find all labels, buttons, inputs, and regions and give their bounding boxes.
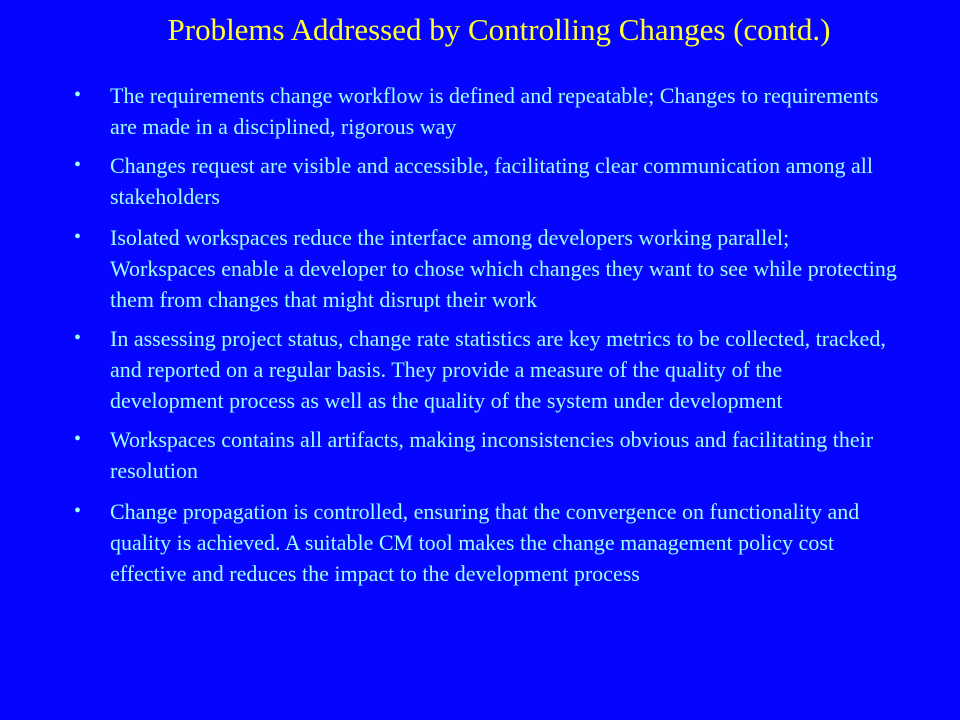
bullet-marker-icon: • bbox=[74, 84, 82, 106]
bullet-marker-icon: • bbox=[74, 500, 82, 522]
bullet-item: • In assessing project status, change ra… bbox=[68, 323, 898, 416]
bullet-marker-icon: • bbox=[74, 154, 82, 176]
bullet-item: • Isolated workspaces reduce the interfa… bbox=[68, 222, 898, 315]
bullet-item: • Workspaces contains all artifacts, mak… bbox=[68, 424, 898, 486]
bullet-marker-icon: • bbox=[74, 226, 82, 248]
bullet-text: Workspaces contains all artifacts, makin… bbox=[110, 427, 874, 483]
bullet-text: The requirements change workflow is defi… bbox=[110, 83, 879, 139]
bullet-item: • Changes request are visible and access… bbox=[68, 150, 898, 212]
slide-title: Problems Addressed by Controlling Change… bbox=[167, 12, 831, 47]
bullet-marker-icon: • bbox=[74, 428, 82, 450]
bullet-text: In assessing project status, change rate… bbox=[110, 326, 886, 413]
bullet-text: Isolated workspaces reduce the interface… bbox=[110, 225, 897, 312]
bullet-item: • Change propagation is controlled, ensu… bbox=[68, 496, 898, 589]
bullet-item: • The requirements change workflow is de… bbox=[68, 80, 898, 142]
bullet-marker-icon: • bbox=[74, 327, 82, 349]
bullet-text: Changes request are visible and accessib… bbox=[110, 153, 873, 209]
bullet-list: • The requirements change workflow is de… bbox=[68, 80, 898, 589]
bullet-text: Change propagation is controlled, ensuri… bbox=[110, 499, 860, 586]
